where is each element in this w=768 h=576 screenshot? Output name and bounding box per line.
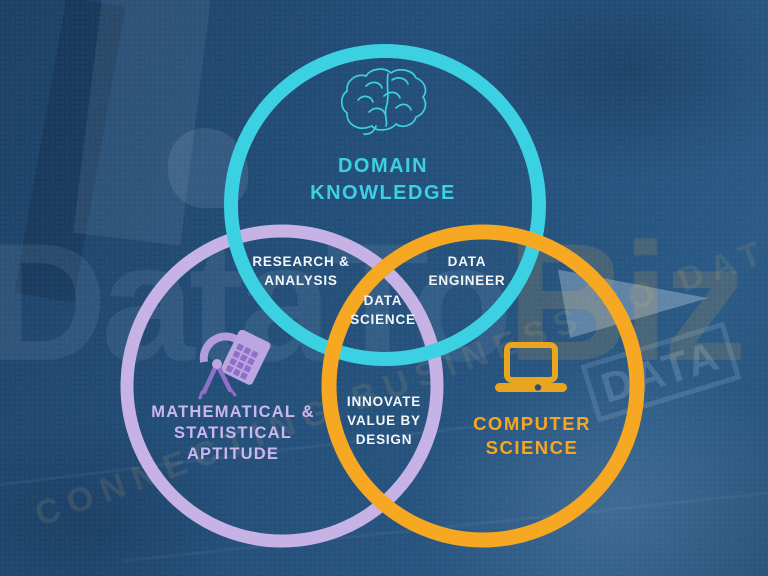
label-line: SCIENCE bbox=[485, 437, 579, 458]
label-line: APTITUDE bbox=[186, 445, 280, 463]
research-analysis-label: RESEARCH & ANALYSIS bbox=[252, 252, 349, 290]
label-line: COMPUTER bbox=[473, 413, 591, 434]
domain-knowledge-label: DOMAIN KNOWLEDGE bbox=[310, 153, 456, 207]
label-line: ENGINEER bbox=[428, 273, 506, 288]
label-line: DOMAIN bbox=[337, 155, 429, 177]
calculator-shape bbox=[221, 329, 271, 385]
label-line: SCIENCE bbox=[350, 312, 416, 327]
compass-shape bbox=[198, 363, 237, 400]
domain-circle-ring bbox=[224, 44, 546, 366]
label-line: ANALYSIS bbox=[264, 273, 338, 288]
compass-hinge bbox=[212, 359, 222, 369]
calculator-compass-icon bbox=[198, 329, 271, 400]
label-line: DESIGN bbox=[355, 432, 413, 447]
cs-circle-ring bbox=[321, 224, 645, 548]
mathematical-statistical-aptitude-label: MATHEMATICAL & STATISTICAL APTITUDE bbox=[151, 402, 314, 465]
label-line: RESEARCH & bbox=[252, 254, 350, 269]
label-line: MATHEMATICAL & bbox=[151, 403, 315, 421]
label-line: KNOWLEDGE bbox=[310, 182, 456, 204]
label-line: STATISTICAL bbox=[173, 424, 292, 442]
innovate-value-by-design-label: INNOVATE VALUE BY DESIGN bbox=[347, 392, 421, 449]
label-line: VALUE BY bbox=[347, 413, 421, 428]
math-circle-ring bbox=[120, 224, 444, 548]
laptop-icon bbox=[495, 342, 567, 392]
label-line: INNOVATE bbox=[346, 394, 422, 409]
label-line: DATA bbox=[447, 254, 487, 269]
data-science-label: DATA SCIENCE bbox=[350, 291, 416, 329]
label-line: DATA bbox=[363, 293, 403, 308]
computer-science-label: COMPUTER SCIENCE bbox=[473, 412, 591, 460]
brain-icon bbox=[340, 68, 427, 136]
data-engineer-label: DATA ENGINEER bbox=[429, 252, 506, 290]
